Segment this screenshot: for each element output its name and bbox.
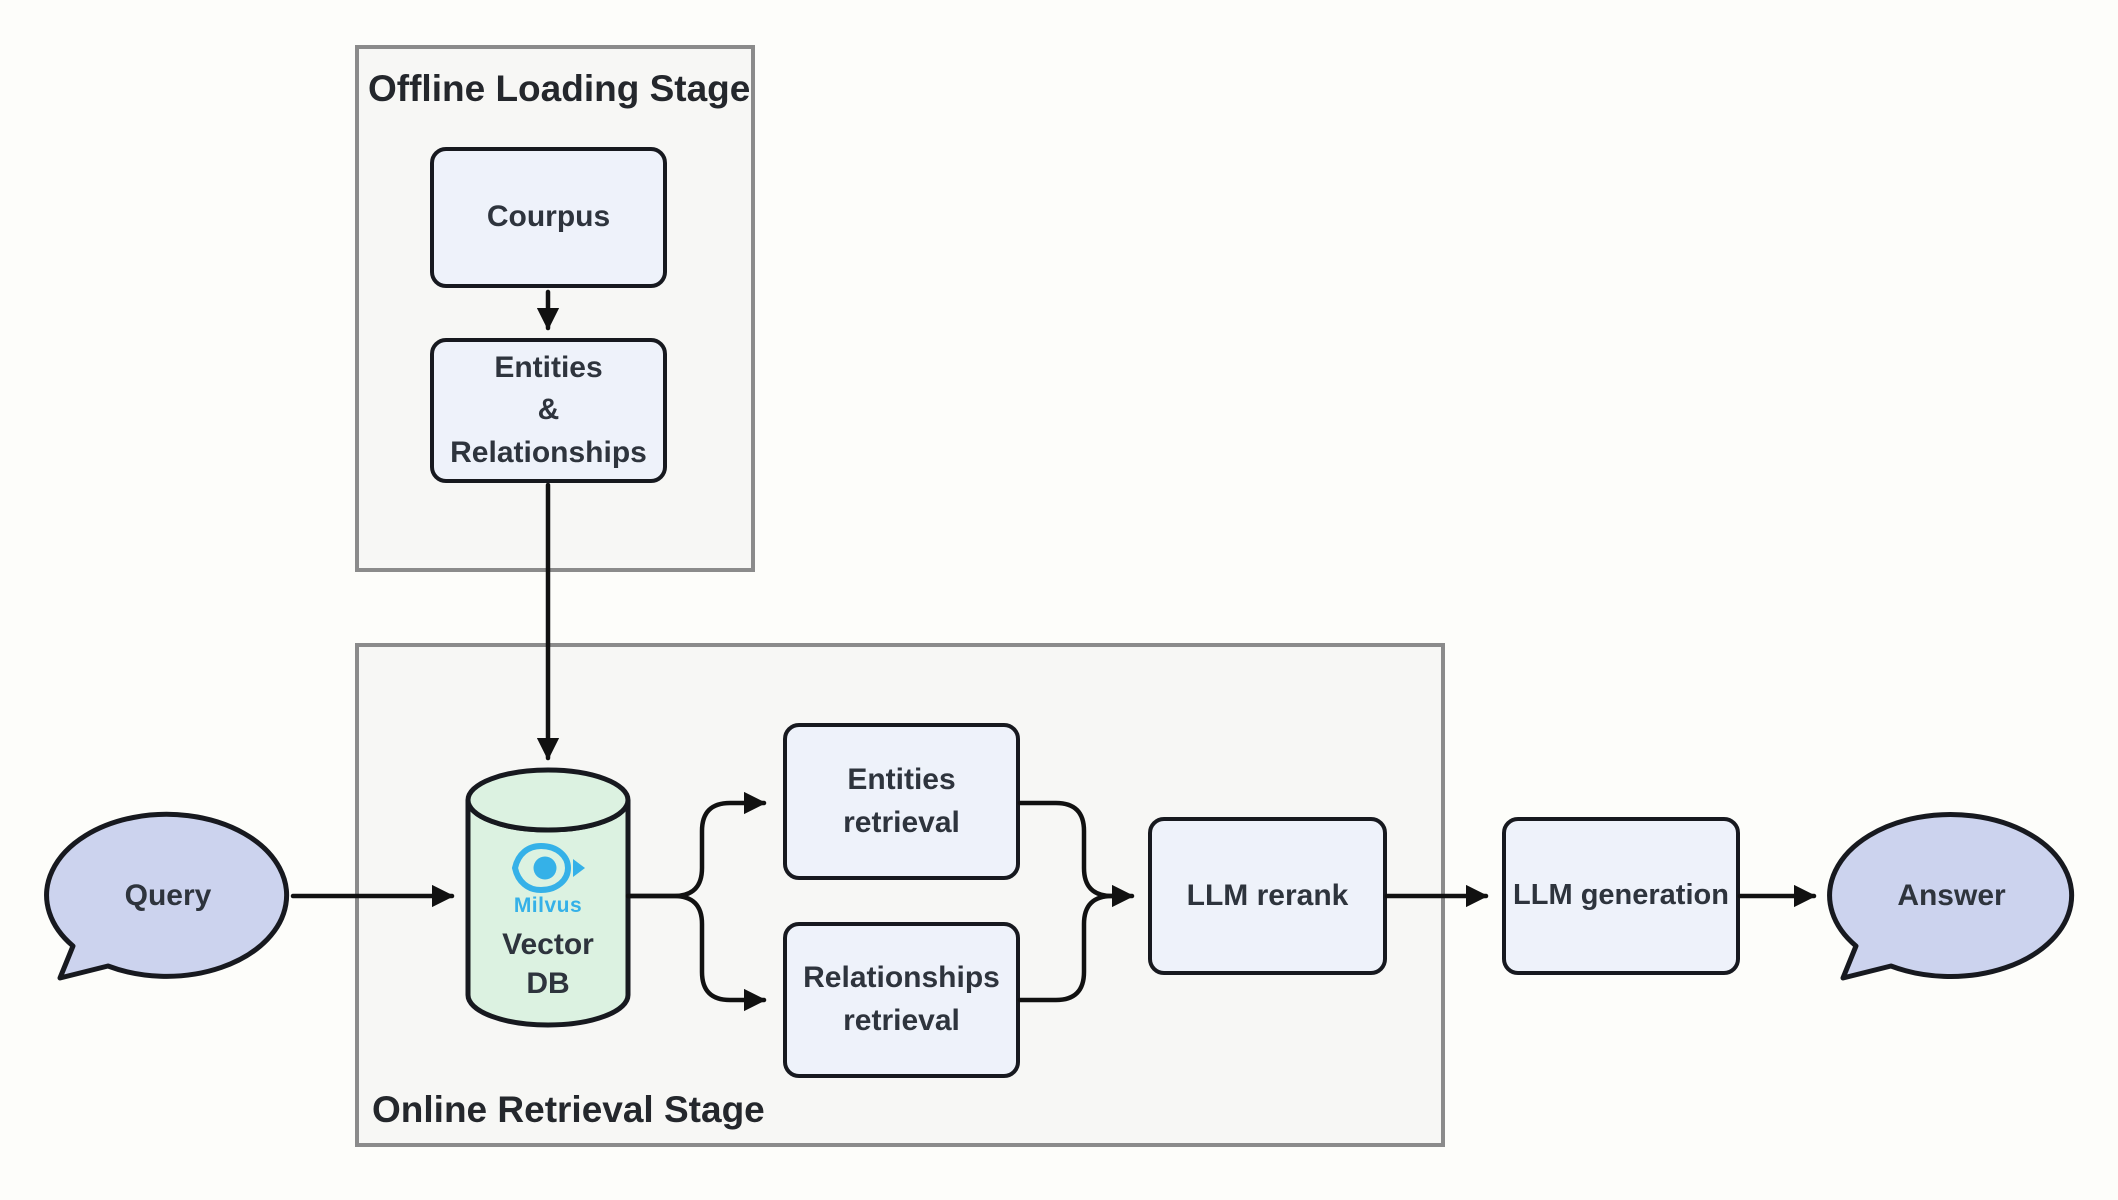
llm-rerank-node: LLM rerank: [1148, 817, 1387, 975]
vector-db-label: Vector DB: [502, 928, 594, 1000]
milvus-logo-text: Milvus: [513, 894, 583, 917]
answer-label: Answer: [1897, 879, 2006, 912]
relationships-retrieval-node: Relationships retrieval: [783, 922, 1020, 1078]
entities-retrieval-node: Entities retrieval: [783, 723, 1020, 880]
online-stage-title: Online Retrieval Stage: [372, 1089, 765, 1130]
entities-relationships-node: Entities & Relationships: [430, 338, 667, 483]
query-label: Query: [124, 879, 212, 912]
offline-stage-title: Offline Loading Stage: [368, 68, 751, 109]
llm-generation-node: LLM generation: [1502, 817, 1740, 975]
offline-stage-container: [355, 45, 755, 572]
corpus-node: Courpus: [430, 147, 667, 288]
